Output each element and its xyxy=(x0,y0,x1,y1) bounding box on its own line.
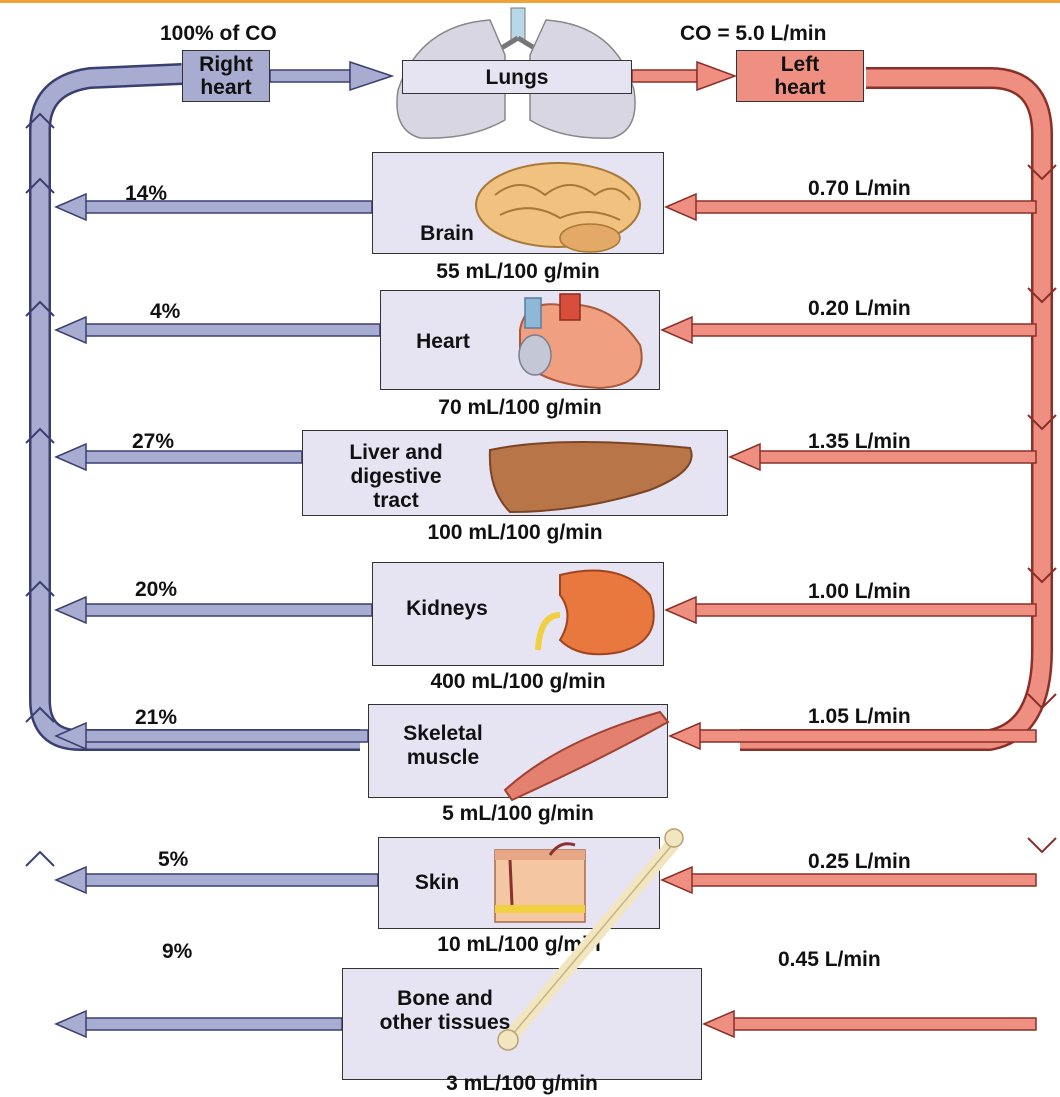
venous-direction-chevron xyxy=(25,112,55,129)
organ-label: Skeletal muscle xyxy=(403,722,483,769)
organ-label: Kidneys xyxy=(406,597,488,620)
organ-perfusion-rate: 55 mL/100 g/min xyxy=(436,260,600,283)
organ-flow: 0.45 L/min xyxy=(778,948,881,971)
organ-flow: 0.20 L/min xyxy=(808,297,911,320)
lungs-to-left-heart-arrow xyxy=(631,60,738,92)
arterial-branch-arrow xyxy=(664,595,1037,625)
arterial-direction-chevron xyxy=(1027,837,1057,854)
venous-direction-chevron xyxy=(25,427,55,444)
percent-of-co-label: 100% of CO xyxy=(160,22,277,45)
left-heart-label: Left heart xyxy=(774,53,826,99)
arterial-branch-arrow xyxy=(702,1009,1037,1039)
arterial-direction-chevron xyxy=(1027,164,1057,181)
venous-direction-chevron xyxy=(25,580,55,597)
organ-flow: 0.25 L/min xyxy=(808,850,911,873)
venous-branch-arrow xyxy=(54,865,379,895)
arterial-direction-chevron xyxy=(1027,414,1057,431)
top-accent-bar xyxy=(0,0,1060,3)
organ-percent: 27% xyxy=(132,430,175,453)
venous-branch-arrow xyxy=(54,442,303,472)
organ-label: Liver and digestive tract xyxy=(349,441,443,512)
arterial-branch-arrow xyxy=(728,442,1037,472)
organ-perfusion-rate: 10 mL/100 g/min xyxy=(437,933,601,956)
organ-perfusion-rate: 70 mL/100 g/min xyxy=(438,396,602,419)
right-heart-label: Right heart xyxy=(199,53,253,99)
right-heart-box: Right heart xyxy=(182,50,270,102)
venous-branch-arrow xyxy=(54,192,373,222)
organ-label: Skin xyxy=(414,871,460,894)
venous-direction-chevron xyxy=(25,850,55,867)
venous-direction-chevron xyxy=(25,300,55,317)
organ-perfusion-rate: 400 mL/100 g/min xyxy=(430,670,606,693)
organ-label: Heart xyxy=(416,330,470,353)
left-heart-box: Left heart xyxy=(736,50,864,102)
organ-perfusion-rate: 5 mL/100 g/min xyxy=(442,802,594,825)
right-heart-to-lungs-arrow xyxy=(269,60,395,92)
lungs-label: Lungs xyxy=(485,65,549,89)
arterial-direction-chevron xyxy=(1027,567,1057,584)
arterial-branch-arrow xyxy=(664,192,1037,222)
venous-return-loop xyxy=(29,63,360,751)
lungs-box: Lungs xyxy=(402,60,632,94)
cardiac-output-value: CO = 5.0 L/min xyxy=(680,22,827,45)
venous-direction-chevron xyxy=(25,177,55,194)
arterial-direction-chevron xyxy=(1027,287,1057,304)
venous-direction-chevron xyxy=(25,706,55,723)
venous-branch-arrow xyxy=(54,721,369,751)
venous-branch-arrow xyxy=(54,1009,343,1039)
organ-label: Bone and other tissues xyxy=(379,987,511,1034)
organ-percent: 4% xyxy=(150,300,181,323)
organ-percent: 14% xyxy=(125,182,168,205)
organ-perfusion-rate: 3 mL/100 g/min xyxy=(446,1072,598,1095)
venous-branch-arrow xyxy=(54,595,373,625)
organ-label: Brain xyxy=(420,222,474,245)
organ-perfusion-rate: 100 mL/100 g/min xyxy=(427,521,603,544)
organ-percent: 21% xyxy=(135,706,178,729)
arterial-branch-arrow xyxy=(660,315,1037,345)
organ-percent: 20% xyxy=(135,578,178,601)
organ-flow: 1.05 L/min xyxy=(808,705,911,728)
organ-percent: 9% xyxy=(162,940,193,963)
venous-branch-arrow xyxy=(54,315,381,345)
arterial-direction-chevron xyxy=(1027,693,1057,710)
venous-return-loop-fill xyxy=(31,65,360,749)
organ-flow: 1.35 L/min xyxy=(808,430,911,453)
organ-flow: 0.70 L/min xyxy=(808,177,911,200)
arterial-branch-arrow xyxy=(668,721,1037,751)
organ-percent: 5% xyxy=(158,848,189,871)
organ-flow: 1.00 L/min xyxy=(808,580,911,603)
